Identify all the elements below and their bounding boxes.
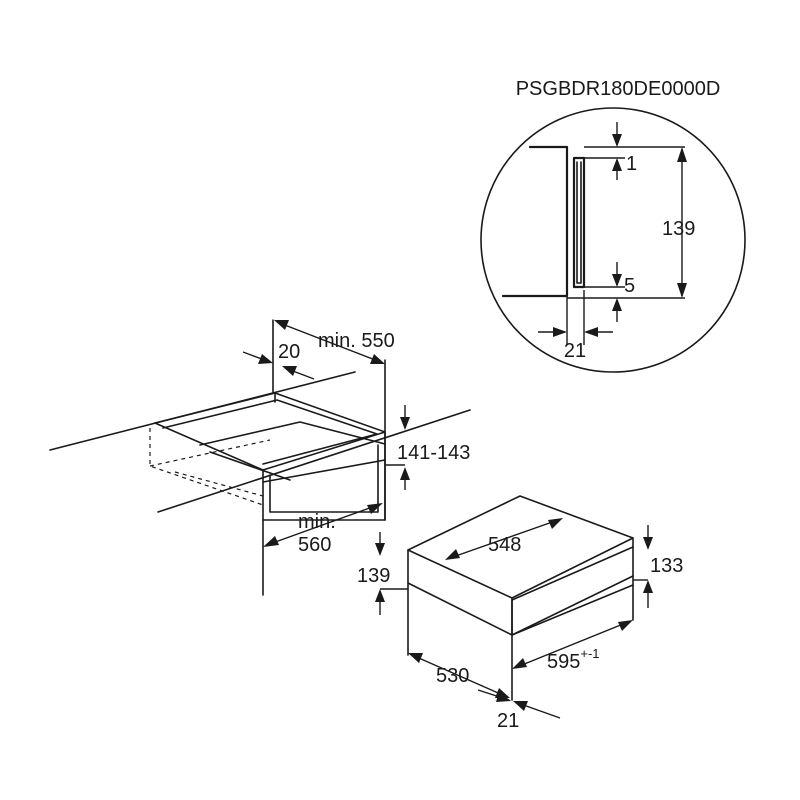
niche-dim-height-arrow-top xyxy=(400,417,410,430)
detail-appliance-front xyxy=(572,156,586,289)
appliance-right-face xyxy=(511,537,634,636)
app-dim-595-arrow-left xyxy=(512,658,527,669)
niche-top-frame xyxy=(154,392,386,471)
app-dim-548-arrow-left xyxy=(445,549,460,560)
detail-dim-21-arrow-right xyxy=(584,327,598,337)
app-label-depth: 548 xyxy=(488,534,521,556)
niche-inner-divider xyxy=(209,451,291,481)
niche-label-width-line2: 560 xyxy=(298,534,331,556)
detail-dim-1-arrow-upper xyxy=(612,134,622,147)
app-dim-595-line xyxy=(516,621,629,668)
app-label-body-height: 133 xyxy=(650,555,683,577)
detail-cabinet-profile xyxy=(501,145,569,298)
niche-front-inner xyxy=(269,444,379,513)
niche-front-opening xyxy=(262,431,386,521)
model-code: PSGBDR180DE0000D xyxy=(516,78,721,100)
appliance-left-face xyxy=(407,549,513,636)
app-dim-530-arrow-left xyxy=(408,653,423,663)
niche-dim-550-arrow-left xyxy=(274,320,289,330)
detail-dim-5-arrow-lower xyxy=(612,298,622,311)
niche-label-depth: min. 550 xyxy=(318,330,395,352)
app-dim-548-line xyxy=(449,519,559,559)
detail-dim-1-arrow-lower xyxy=(612,158,622,171)
app-dim-21-arrow-left xyxy=(496,692,511,702)
appliance-front-panel-top xyxy=(511,546,634,601)
detail-dim-21-arrow-left xyxy=(553,327,567,337)
niche-worktop-front xyxy=(157,409,471,513)
app-dim-595-arrow-right xyxy=(618,620,633,631)
app-dim-133-arrow-bottom xyxy=(643,580,653,593)
niche-dim-20-arrow-left xyxy=(258,354,273,364)
niche-hidden-edges xyxy=(149,428,264,506)
niche-middle-shelf xyxy=(262,459,386,483)
detail-label-thickness: 21 xyxy=(564,340,586,362)
app-dim-530-line xyxy=(411,654,506,697)
niche-view: min. 550 20 141-143 min. 560 xyxy=(49,319,471,596)
niche-inner-floor xyxy=(199,421,386,446)
appliance-view: 548 133 139 530 595+-1 21 xyxy=(357,495,683,732)
detail-dim-5-arrow-upper xyxy=(612,274,622,287)
niche-dim-height-arrow-bottom xyxy=(400,467,410,480)
niche-label-setback: 20 xyxy=(278,341,300,363)
app-dim-21-arrow-right xyxy=(513,701,528,711)
app-label-front-height: 139 xyxy=(357,565,390,587)
app-label-width: 595+-1 xyxy=(547,646,600,673)
app-dim-133-arrow-top xyxy=(643,537,653,550)
detail-label-height: 139 xyxy=(662,218,695,240)
app-label-width-value: 595 xyxy=(547,651,580,673)
detail-label-gap-bottom: 5 xyxy=(624,275,635,297)
niche-label-width-line1: min. xyxy=(298,511,336,533)
niche-label-height: 141-143 xyxy=(397,442,470,464)
appliance-front-panel-bottom xyxy=(511,584,634,636)
niche-dim-550-line xyxy=(276,321,384,364)
app-label-width-tolerance: +-1 xyxy=(580,646,599,661)
detail-front-inner xyxy=(576,161,582,284)
niche-dim-560-arrow-right xyxy=(367,503,383,514)
niche-hidden-edge-2 xyxy=(149,439,271,467)
app-label-body-depth: 530 xyxy=(436,665,469,687)
niche-dim-550-arrow-right xyxy=(370,354,385,364)
app-label-front-thickness: 21 xyxy=(497,710,519,732)
detail-circle xyxy=(480,107,746,373)
app-dim-139-arrow-bottom xyxy=(375,589,385,602)
app-dim-139-arrow-top xyxy=(375,543,385,556)
niche-top-inner xyxy=(162,399,378,465)
niche-dim-20-arrow-right xyxy=(282,366,297,376)
app-dim-548-arrow-right xyxy=(548,518,563,529)
niche-dim-560-line xyxy=(266,504,379,546)
detail-dim-139-arrow-top xyxy=(677,147,687,162)
detail-dim-139-arrow-bottom xyxy=(677,283,687,298)
detail-view: 1 139 5 21 xyxy=(480,107,746,373)
detail-label-gap-top: 1 xyxy=(626,153,637,175)
niche-dim-560-arrow-left xyxy=(263,536,279,547)
